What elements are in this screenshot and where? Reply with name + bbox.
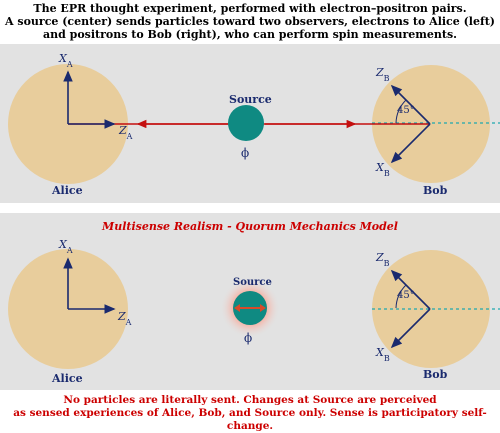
bob-label: Bob [423,184,448,197]
bob-x-axis [390,123,431,164]
bob-angle-label: 45° [397,290,415,301]
alice-z-label: ZA [118,310,132,327]
alice-x-label: XA [59,52,73,69]
quorum-diagram [8,249,500,369]
header-caption: The EPR thought experiment, performed wi… [0,2,500,41]
header-line-1: The EPR thought experiment, performed wi… [33,2,467,15]
header-line-2: A source (center) sends particles toward… [5,15,495,28]
header-line-3: and positrons to Bob (right), who can pe… [43,28,457,41]
bob-label: Bob [423,368,448,381]
alice-z-label: ZA [119,124,133,141]
bob-x-axis [390,308,431,349]
source-label: Source [229,93,272,106]
bob-z-axis [390,84,431,125]
alice-x-label: XA [59,238,73,255]
source-label: Source [233,277,272,288]
bob-x-label: XB [376,346,390,363]
footer-caption: No particles are literally sent. Changes… [0,394,500,433]
bob-angle-label: 45° [397,105,415,116]
source-arrowhead-right [260,304,266,312]
quorum-panel: Multisense Realism - Quorum Mechanics Mo… [0,213,500,390]
bob-angle-arc [395,99,407,124]
phi-symbol: ϕ [241,146,250,160]
panel-title: Multisense Realism - Quorum Mechanics Mo… [102,220,398,233]
source-sphere [228,105,264,141]
bob-z-label: ZB [376,66,390,83]
epr-diagram [8,64,500,184]
bob-z-axis [390,269,431,310]
phi-symbol: ϕ [244,331,253,345]
bob-z-label: ZB [376,251,390,268]
source-arrowhead-left [234,304,240,312]
alice-label: Alice [52,184,83,197]
bob-angle-arc [395,284,407,309]
footer-line-2: as sensed experiences of Alice, Bob, and… [13,407,487,432]
alice-label: Alice [52,372,83,385]
footer-line-1: No particles are literally sent. Changes… [63,394,437,406]
bob-x-label: XB [376,161,390,178]
epr-panel: Source ϕ Alice Bob XA ZA ZB XB 45° [0,44,500,203]
